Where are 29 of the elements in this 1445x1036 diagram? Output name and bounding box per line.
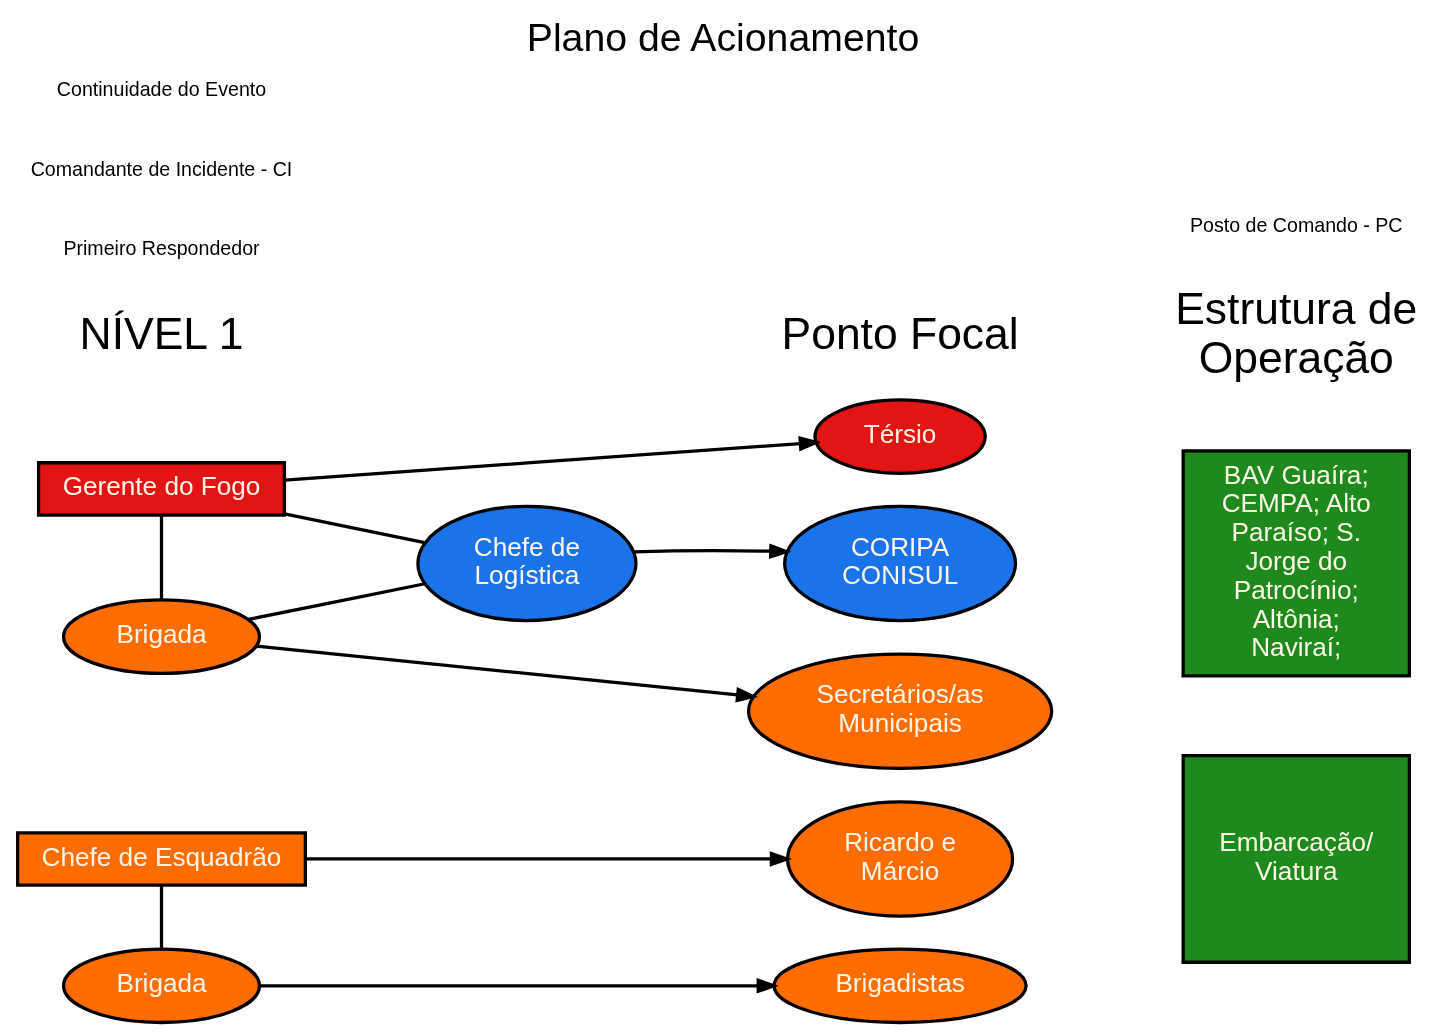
node-ellipse: Ricardo e Márcio <box>785 799 1014 918</box>
node-ellipse: Brigadistas <box>772 946 1028 1024</box>
node-ellipse: Brigada <box>61 946 261 1024</box>
connector <box>247 581 425 621</box>
node-box: Embarcação/ Viatura <box>1181 753 1411 964</box>
node-ellipse: CORIPA CONISUL <box>782 504 1017 622</box>
node-box: Chefe de Esquadrão <box>15 830 307 887</box>
label: Comandante de Incidente - CI <box>30 157 292 180</box>
connector <box>159 884 163 949</box>
node-ellipse: Brigada <box>61 597 261 675</box>
label: Posto de Comando - PC <box>1189 213 1403 236</box>
label: Estrutura de Operação <box>1174 283 1417 382</box>
node-ellipse: Secretários/as Municipais <box>746 651 1053 770</box>
arrow <box>259 977 779 994</box>
connector <box>283 511 425 544</box>
connector <box>159 514 163 599</box>
label: NÍVEL 1 <box>79 308 243 358</box>
label: Primeiro Respondedor <box>62 236 260 259</box>
label: Ponto Focal <box>781 308 1019 358</box>
node-box: Gerente do Fogo <box>36 460 286 517</box>
label: Continuidade do Evento <box>56 77 266 100</box>
diagram-title: Plano de Acionamento <box>526 14 919 59</box>
arrow <box>305 850 792 867</box>
arrow <box>255 644 758 702</box>
arrow <box>284 435 821 482</box>
node-box: BAV Guaíra; CEMPA; Alto Paraíso; S. Jorge do Patrocínio; Altônia; Naviraí; <box>1181 448 1411 677</box>
arrow <box>633 542 791 559</box>
node-ellipse: Térsio <box>812 397 987 475</box>
node-ellipse: Chefe de Logística <box>415 504 638 622</box>
